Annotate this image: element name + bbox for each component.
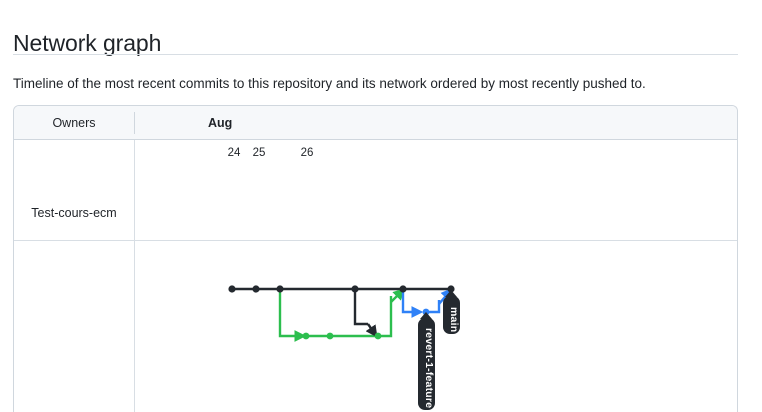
owners-column-divider (134, 140, 135, 412)
owner-cell-test-cours-ecm[interactable]: Test-cours-ecm (31, 206, 117, 220)
revert-1-feature-badge-tip (420, 312, 432, 319)
network-graph-table: Owners Aug 24 25 26 Test-cours-ecm (13, 105, 738, 412)
month-label-aug: Aug (208, 116, 233, 130)
merge-line-main-to-feature (353, 289, 378, 338)
main-badge-tip (445, 290, 457, 297)
commit-nodes-main[interactable] (228, 285, 455, 293)
day-tick-25: 25 (252, 147, 266, 159)
table-header: Owners Aug (14, 106, 737, 140)
page-title: Network graph (13, 30, 162, 57)
branch-label-revert-1-feature[interactable]: revert-1-feature (418, 318, 435, 410)
title-divider (13, 54, 738, 55)
branch-label-main[interactable]: main (443, 296, 460, 334)
owners-column-header: Owners (52, 116, 96, 130)
branch-line-feature (278, 287, 406, 342)
day-tick-24: 24 (227, 147, 241, 159)
commit-nodes-feature[interactable] (302, 332, 382, 340)
page-description: Timeline of the most recent commits to t… (13, 76, 646, 91)
row-divider (14, 240, 737, 241)
day-tick-row: 24 25 26 (14, 140, 737, 168)
day-tick-26: 26 (300, 147, 314, 159)
header-divider (134, 112, 135, 134)
